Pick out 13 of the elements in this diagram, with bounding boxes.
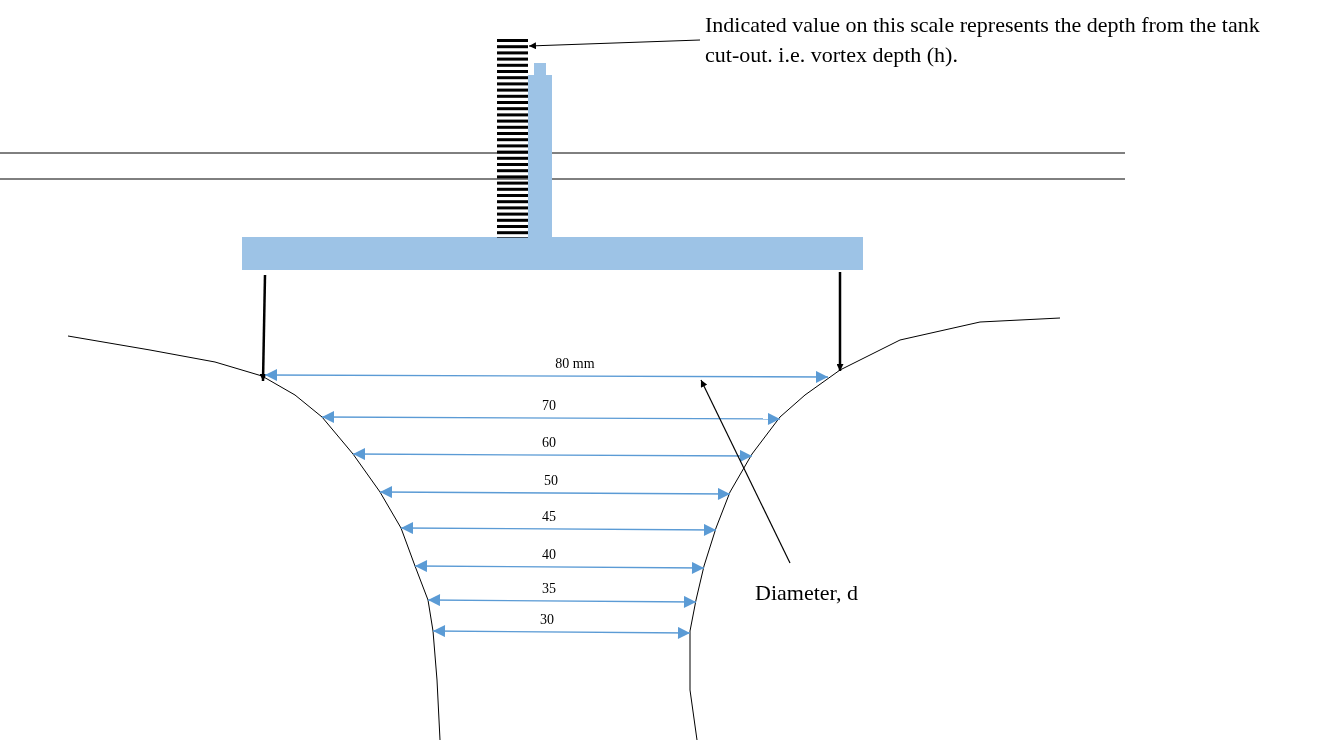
dimension-label: 30	[539, 612, 555, 627]
dimension-label: 70	[541, 398, 557, 413]
dimension-label: 40	[541, 547, 557, 562]
dimension-label: 60	[541, 435, 557, 450]
leader-line	[700, 379, 791, 564]
annotation-text: Indicated value on this scale represents the depth from the tank cut-out. i.e. vortex depth (h).	[705, 10, 1293, 70]
dimension-label: 35	[541, 581, 557, 596]
annotation-text: Diameter, d	[755, 578, 885, 608]
depth-scale	[497, 38, 528, 238]
dimension-label: 45	[541, 509, 557, 524]
dimension-label: 50	[543, 473, 559, 488]
dimension-label: 80 mm	[554, 356, 596, 371]
leader-line	[528, 39, 701, 50]
